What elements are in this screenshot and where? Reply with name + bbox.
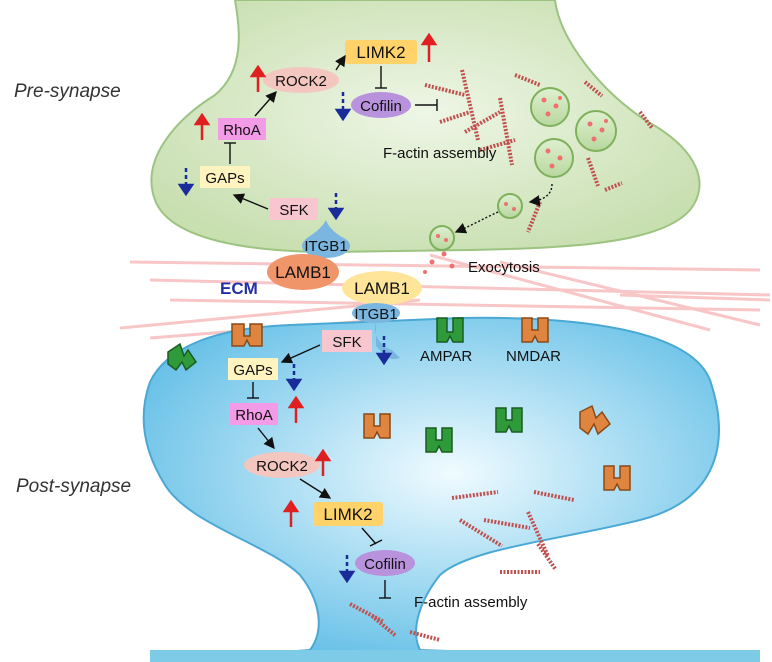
post-membrane-base [150,650,760,662]
pre-arrow-rock2-limk2 [334,54,346,71]
post-f-actin-filaments [349,490,575,642]
pre-sfk: SFK [270,198,318,220]
nmdar-label: NMDAR [506,348,561,365]
pre-rhoa: RhoA [218,118,266,140]
exocytosis-label: Exocytosis [468,259,540,276]
pre-f-actin-filaments [424,69,654,233]
svg-text:LAMB1: LAMB1 [275,263,331,282]
post-rhoa: RhoA [230,403,278,425]
synaptic-vesicles [429,87,617,251]
svg-text:LAMB1: LAMB1 [354,279,410,298]
post-sfk: SFK [322,330,372,352]
vesicle-move-arrow [528,183,553,207]
pre-lamb1: LAMB1 [267,254,339,290]
svg-text:GAPs: GAPs [233,362,272,379]
post-cofilin: Cofilin [355,550,415,576]
nmdar-receptors [231,317,631,491]
released-transmitter [423,251,455,274]
ampar-label: AMPAR [420,348,472,365]
pre-down-indicators [177,92,352,221]
pre-synapse-terminal [150,0,701,254]
pre-limk2: LIMK2 [345,40,417,64]
svg-text:ROCK2: ROCK2 [256,458,308,475]
post-arrow-rhoa-rock2 [257,427,275,450]
svg-text:ITGB1: ITGB1 [354,306,397,323]
svg-text:Cofilin: Cofilin [360,98,402,115]
svg-text:SFK: SFK [332,334,361,351]
post-lamb1: LAMB1 [342,271,422,305]
svg-text:GAPs: GAPs [205,170,244,187]
pre-rock2: ROCK2 [263,67,339,93]
svg-text:RhoA: RhoA [223,122,261,139]
ampar-receptors [167,317,523,453]
pre-synapse-label: Pre-synapse [14,81,121,102]
pre-itgb1: ITGB1 [302,220,350,258]
pre-up-indicators [193,32,438,140]
post-itgb1: ITGB1 [352,303,400,360]
post-arrow-rock2-limk2 [299,478,332,499]
svg-text:LIMK2: LIMK2 [356,43,405,62]
post-inhibit-limk2-cofilin [361,527,377,545]
post-down-indicators [285,336,393,584]
svg-text:ITGB1: ITGB1 [304,238,347,255]
svg-text:Cofilin: Cofilin [364,556,406,573]
svg-text:LIMK2: LIMK2 [323,505,372,524]
post-gaps: GAPs [228,358,278,380]
post-rock2: ROCK2 [244,452,320,478]
svg-text:ROCK2: ROCK2 [275,73,327,90]
svg-text:RhoA: RhoA [235,407,273,424]
ecm-label: ECM [220,279,258,298]
post-limk2: LIMK2 [313,502,383,526]
post-up-indicators [282,395,332,527]
post-arrow-sfk-gaps [280,344,321,364]
pre-factin-label: F-actin assembly [383,145,497,162]
pre-gaps: GAPs [200,166,250,188]
pre-arrow-sfk-gaps [232,193,269,210]
post-synapse-label: Post-synapse [16,476,131,497]
pre-cofilin: Cofilin [351,92,411,118]
svg-text:SFK: SFK [279,202,308,219]
post-factin-label: F-actin assembly [414,594,528,611]
pre-arrow-rhoa-rock2 [254,90,277,117]
